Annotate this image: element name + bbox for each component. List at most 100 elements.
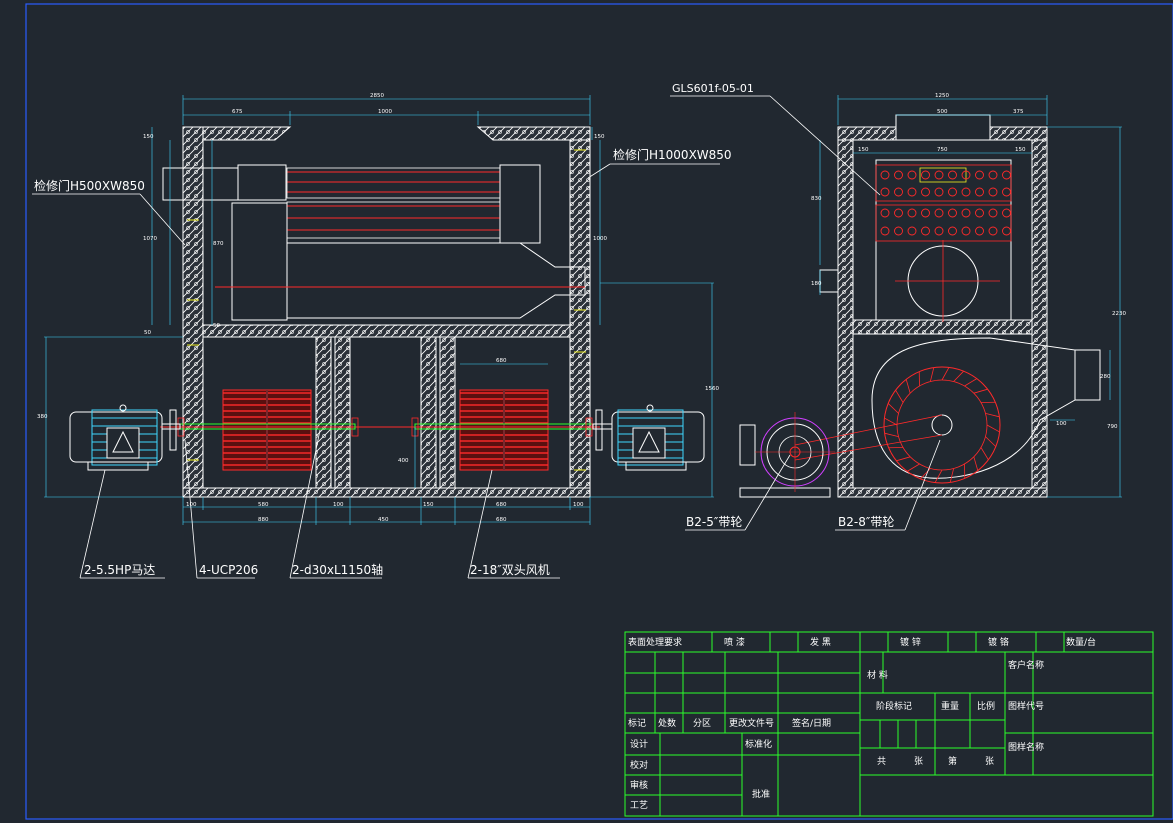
- dim-bottom-left: 100: [186, 502, 197, 508]
- fan-blade: [906, 463, 920, 472]
- tube-hole: [907, 226, 917, 236]
- tube-hole: [948, 208, 957, 218]
- tb-stage-mark: 阶段标记: [876, 700, 912, 712]
- side-tube-holes: [880, 170, 1011, 236]
- hatch-doors: [187, 149, 586, 471]
- outlet-plenum: [286, 242, 586, 319]
- side-inlet: [819, 269, 839, 293]
- fan-blade: [920, 468, 931, 480]
- belt-bottom: [794, 434, 943, 461]
- tb-weight: 重量: [941, 700, 959, 712]
- side-dim-lines: [819, 95, 1122, 498]
- front-left-wall: [182, 126, 204, 498]
- title-block: [624, 631, 1154, 817]
- tube-hole: [934, 226, 944, 236]
- dim-fan-width: 680: [496, 358, 507, 364]
- tb-scale: 比例: [977, 700, 995, 712]
- tb-drawing-name: 图样名称: [1008, 741, 1044, 753]
- tb-blacken: 发 黑: [810, 636, 831, 648]
- tb-sheets-label: 张: [914, 756, 923, 767]
- tb-rev-mark: 标记: [628, 717, 646, 729]
- fan-blade: [884, 417, 898, 426]
- callout-hatch-small: 检修门H500XW850: [34, 178, 145, 193]
- dim-side-total-height: 2230: [1112, 311, 1126, 317]
- fan-blade: [896, 456, 911, 462]
- tube-hole: [907, 170, 917, 180]
- callout-hatch-large: 检修门H1000XW850: [613, 147, 732, 162]
- tube-hole: [894, 226, 903, 236]
- front-roof-left: [183, 126, 292, 141]
- leader-lines: [32, 95, 941, 579]
- tb-approve: 批准: [752, 788, 770, 800]
- dim-top-thk-r: 150: [594, 134, 605, 140]
- dim-bottom-wall: 100: [333, 502, 344, 508]
- dim-mid-small2: 50: [213, 323, 220, 329]
- front-partition-4: [439, 336, 456, 493]
- fan-blade: [941, 367, 950, 381]
- side-tube-block-1: [875, 164, 1012, 202]
- fan-blade: [985, 412, 1000, 418]
- tube-hole: [880, 170, 890, 180]
- tube-hole: [988, 208, 998, 218]
- fan-blade: [895, 389, 904, 403]
- tube-hole: [975, 208, 984, 218]
- tube-hole: [948, 170, 957, 180]
- side-top-opening: [895, 114, 991, 141]
- fan-blade: [973, 388, 988, 394]
- tb-galvanize: 镀 锌: [900, 636, 921, 648]
- tube-hole: [894, 170, 903, 180]
- header-left: [237, 164, 287, 201]
- blower-blades: [884, 367, 1000, 483]
- fan-blade: [887, 403, 899, 414]
- tb-standardize: 标准化: [745, 738, 772, 750]
- dim-side-inner-r: 150: [1015, 147, 1026, 153]
- dim-bottom-overall-l: 880: [258, 517, 269, 523]
- tb-rev-zone: 分区: [693, 718, 711, 729]
- dim-side-small-height: 180: [811, 281, 822, 287]
- belt-top: [794, 414, 943, 446]
- blower-hub: [931, 414, 953, 436]
- tube-hole: [1002, 226, 1011, 236]
- tube-hole: [988, 226, 998, 236]
- tube-hole: [988, 170, 998, 180]
- tube-hole: [880, 226, 890, 236]
- blower-housing: [871, 337, 1076, 479]
- front-partition-1: [315, 336, 332, 493]
- side-tube-block-2: [875, 204, 1012, 242]
- tb-review: 审核: [630, 779, 648, 791]
- dim-right-height: 1000: [593, 236, 607, 242]
- front-base: [182, 487, 591, 498]
- tb-customer-name: 客户名称: [1008, 659, 1044, 671]
- side-motor: [739, 412, 835, 498]
- fan-blade: [949, 468, 955, 483]
- tube-hole: [907, 187, 917, 197]
- dim-side-lower-height: 790: [1107, 424, 1118, 430]
- tube-hole: [988, 187, 998, 197]
- callout-fan: 2-18″双头风机: [470, 563, 550, 577]
- fan-blade: [884, 432, 899, 438]
- callout-labels: 检修门H500XW850 检修门H1000XW850 GLS601f-05-01…: [34, 82, 894, 577]
- tb-design: 设计: [630, 738, 648, 750]
- tube-hole: [894, 208, 903, 218]
- front-roof-right: [476, 126, 591, 141]
- callout-shaft: 2-d30xL1150轴: [292, 562, 383, 577]
- callout-pulley-small: B2-5″带轮: [686, 515, 742, 529]
- front-partition-3: [420, 336, 437, 493]
- front-right-wall: [569, 126, 591, 498]
- tb-check: 校对: [630, 759, 648, 771]
- header-right: [499, 164, 541, 244]
- front-mid-floor: [202, 324, 571, 338]
- tube-hole: [948, 187, 957, 197]
- dim-top-thk-l: 150: [143, 134, 154, 140]
- fan-blade: [953, 370, 964, 382]
- tb-surface-treatment: 表面处理要求: [628, 636, 682, 648]
- dim-side-top-mid: 500: [937, 109, 948, 115]
- dim-left-height: 1070: [143, 236, 157, 242]
- dim-side-total-width: 1250: [935, 93, 949, 99]
- side-roof-right: [989, 126, 1048, 141]
- tb-rev-doc: 更改文件号: [729, 717, 774, 729]
- blower-wheel: [883, 366, 1001, 484]
- dim-side-outlet-w: 100: [1056, 421, 1067, 427]
- dim-bottom-wall-150: 150: [423, 502, 434, 508]
- dim-bottom-fan-l: 580: [258, 502, 269, 508]
